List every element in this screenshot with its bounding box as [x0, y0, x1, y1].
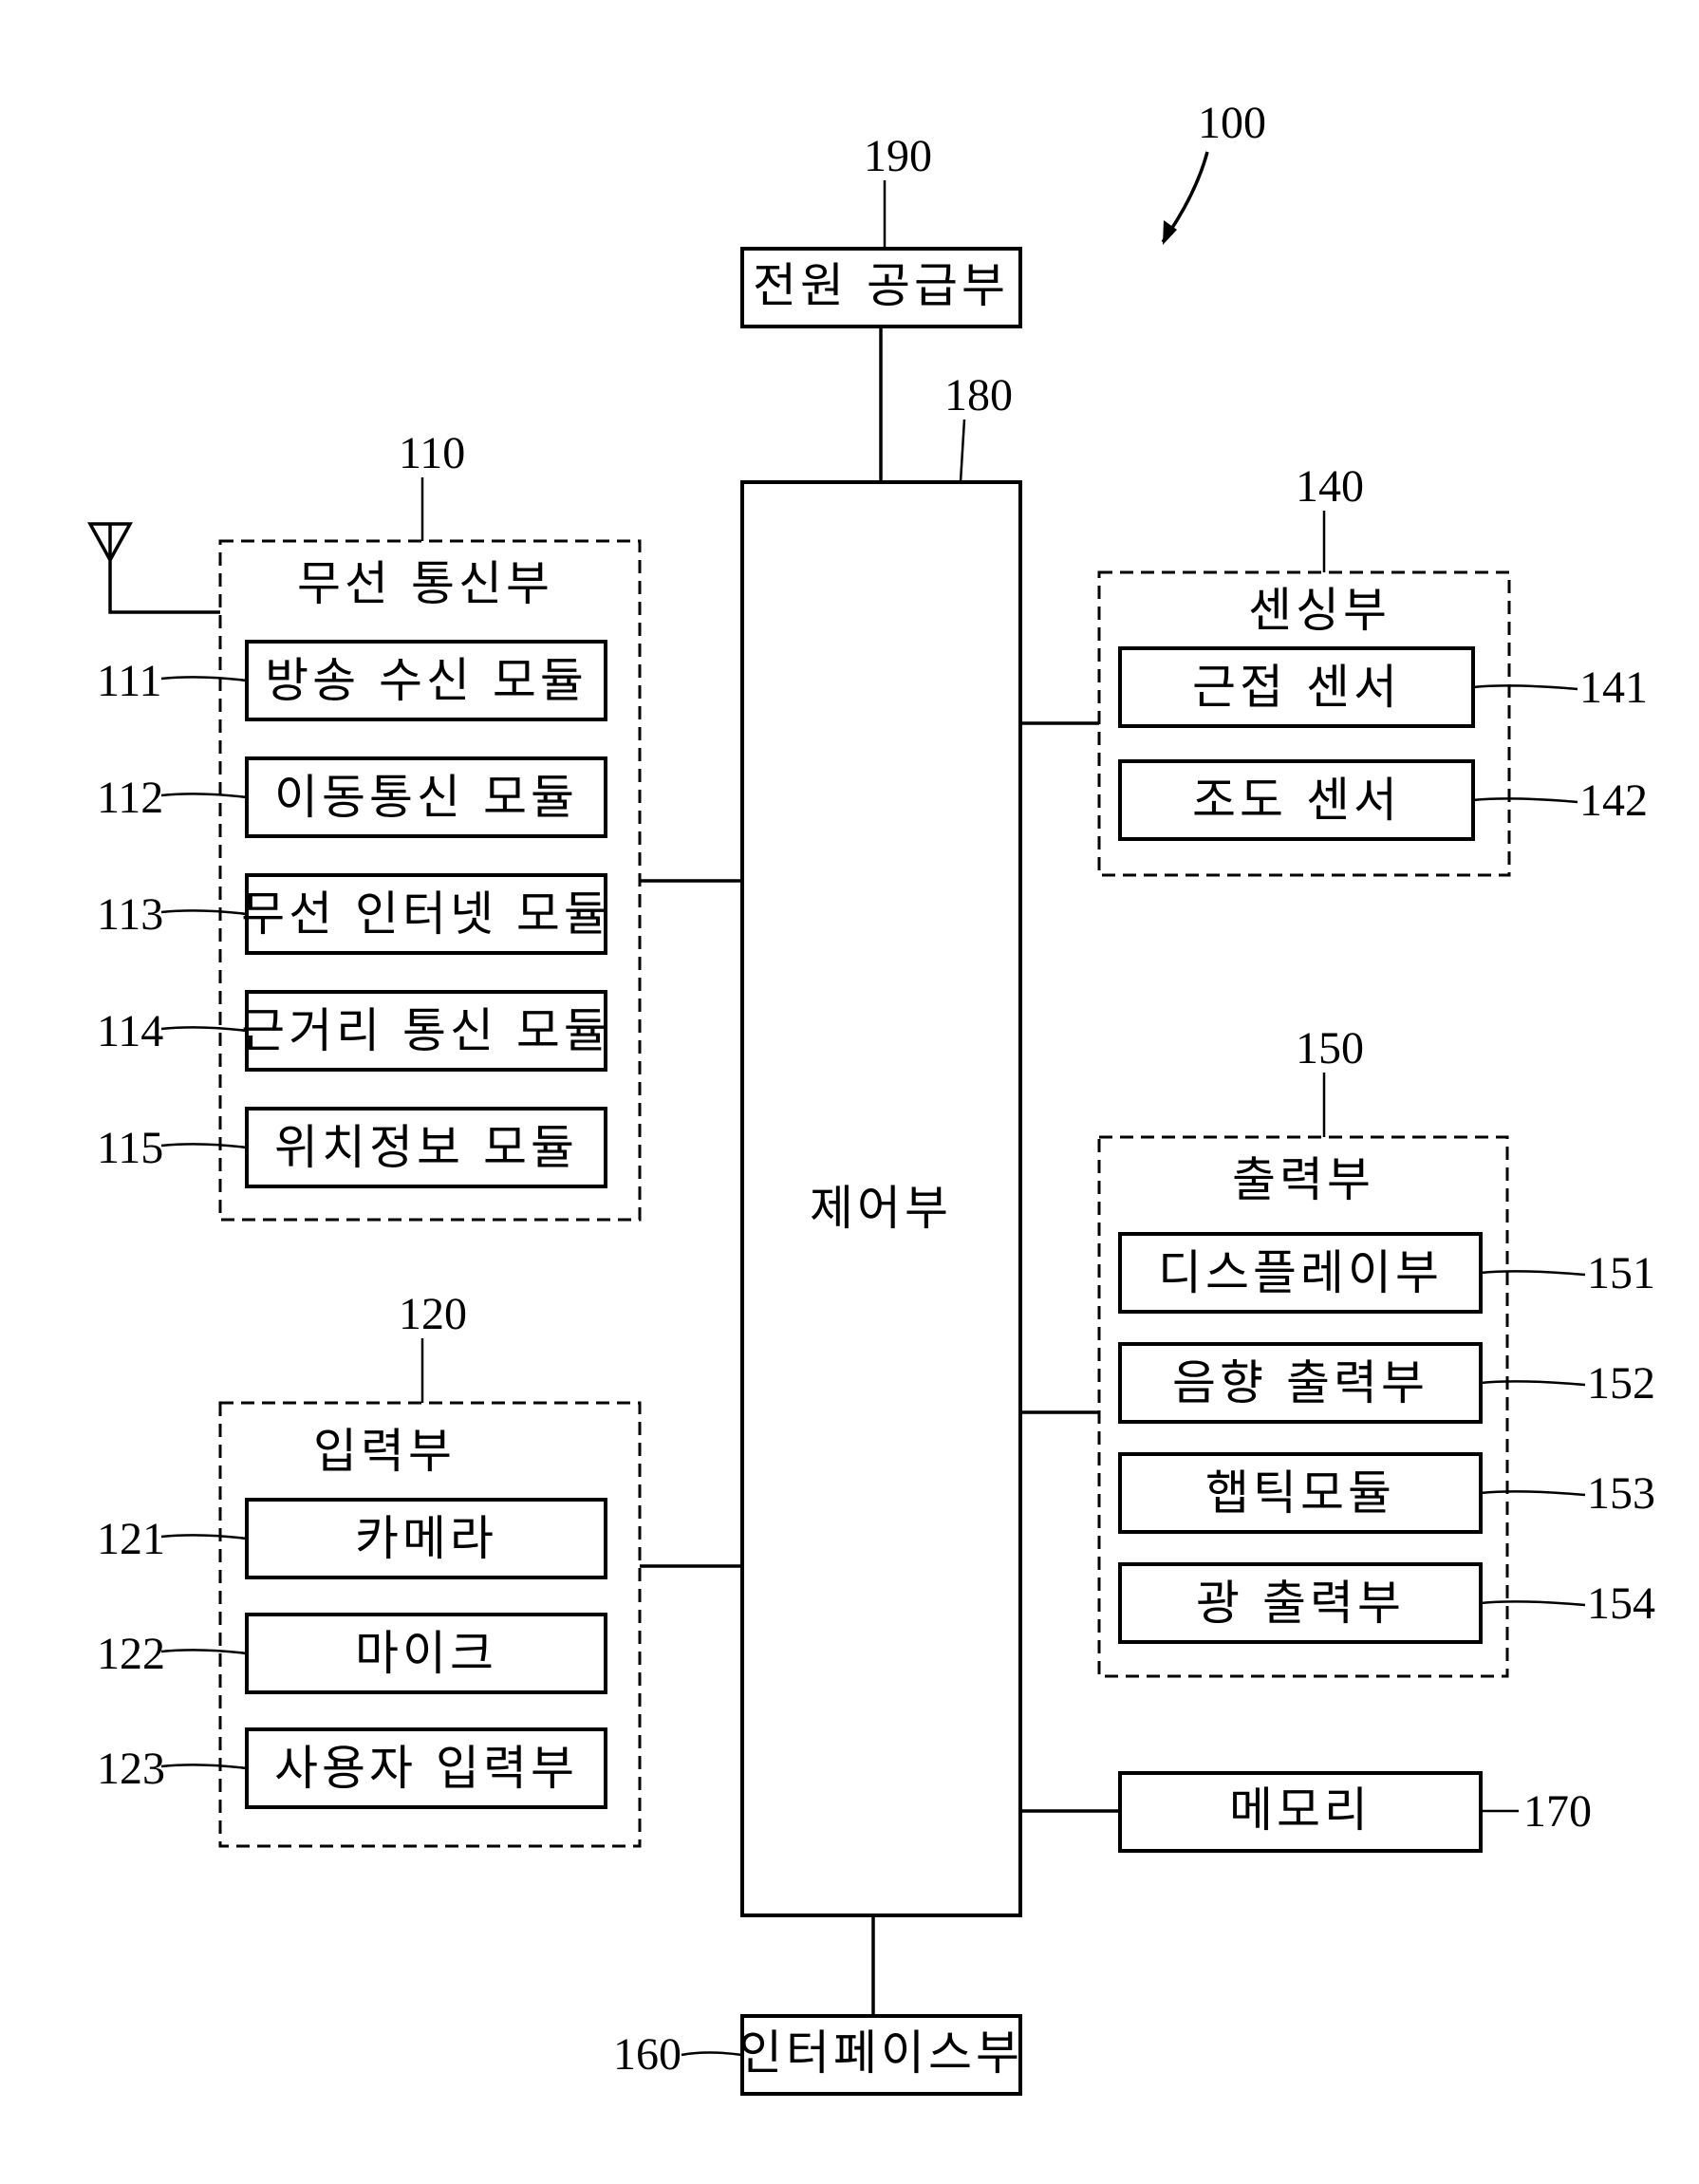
wireless-module-ref: 112 [97, 773, 163, 823]
power-supply-label: 전원 공급부 [753, 258, 1009, 313]
output-module: 음향 출력부 152 [1120, 1344, 1655, 1422]
memory-block: 메모리 170 [1020, 1773, 1592, 1851]
output-title: 출력부 [1232, 1152, 1374, 1207]
antenna-icon [90, 524, 220, 612]
wireless-module: 방송 수신 모듈 111 [97, 642, 606, 719]
sensing-module-label: 조도 센서 [1192, 773, 1401, 828]
input-module-label: 마이크 [355, 1626, 497, 1681]
output-module-ref-leader [1481, 1271, 1585, 1275]
wireless-module: 근거리 통신 모듈 114 [97, 992, 611, 1070]
memory-ref: 170 [1523, 1786, 1592, 1837]
sensing-module-ref: 142 [1579, 775, 1648, 826]
wireless-module-ref-leader [161, 1144, 247, 1148]
interface-label: 인터페이스부 [738, 2025, 1023, 2081]
input-title: 입력부 [313, 1424, 456, 1479]
sensing-module: 조도 센서 142 [1120, 761, 1648, 839]
wireless-module: 이동통신 모듈 112 [97, 758, 606, 836]
output-module-label: 햅틱모듈 [1205, 1465, 1395, 1521]
input-module-ref: 121 [97, 1514, 165, 1564]
wireless-module-ref: 111 [97, 656, 161, 706]
wireless-module-label: 근거리 통신 모듈 [241, 1003, 611, 1058]
output-module-label: 디스플레이부 [1158, 1245, 1443, 1300]
output-module-ref: 154 [1587, 1578, 1655, 1629]
sensing-module-list: 근접 센서 141 조도 센서 142 [1120, 648, 1648, 839]
controller-ref-leader [961, 420, 964, 482]
sensing-module-ref-leader [1473, 798, 1578, 802]
controller-ref: 180 [944, 370, 1013, 420]
output-module-ref-leader [1481, 1491, 1585, 1495]
output-module: 디스플레이부 151 [1120, 1234, 1655, 1312]
output-module-ref: 152 [1587, 1358, 1655, 1409]
wireless-module: 위치정보 모듈 115 [97, 1109, 606, 1186]
wireless-module-label: 이동통신 모듈 [274, 770, 578, 825]
input-module-list: 카메라 121 마이크 122 사용자 입력부 123 [97, 1500, 606, 1807]
figure-reference: 100 [1163, 98, 1266, 245]
input-module-label: 사용자 입력부 [274, 1741, 578, 1796]
output-module: 광 출력부 154 [1120, 1564, 1655, 1642]
input-module-ref-leader [161, 1650, 247, 1653]
wireless-ref: 110 [399, 428, 465, 478]
input-module: 카메라 121 [97, 1500, 606, 1577]
wireless-module-ref-leader [161, 677, 247, 681]
power-ref: 190 [864, 131, 932, 181]
sensing-title: 센싱부 [1248, 583, 1391, 638]
wireless-module-ref: 113 [97, 889, 163, 940]
output-module-label: 음향 출력부 [1172, 1355, 1428, 1410]
input-module-ref: 122 [97, 1629, 165, 1679]
output-ref: 150 [1296, 1023, 1364, 1073]
wireless-title: 무선 통신부 [297, 556, 553, 611]
power-supply-block: 190 전원 공급부 [742, 131, 1020, 482]
sensing-module-ref: 141 [1579, 663, 1648, 713]
wireless-module-ref: 114 [97, 1006, 163, 1056]
controller-block: 180 제어부 [742, 370, 1020, 1915]
sensing-module: 근접 센서 141 [1120, 648, 1648, 726]
sensing-ref: 140 [1296, 461, 1364, 512]
output-module-ref-leader [1481, 1601, 1585, 1605]
wireless-module-ref: 115 [97, 1123, 163, 1173]
figure-ref-number: 100 [1198, 98, 1266, 148]
input-module-label: 카메라 [355, 1511, 497, 1566]
wireless-module-label: 방송 수신 모듈 [265, 653, 588, 708]
output-module: 햅틱모듈 153 [1120, 1454, 1655, 1532]
memory-label: 메모리 [1229, 1783, 1372, 1838]
sensing-module-ref-leader [1473, 685, 1578, 689]
wireless-module-label: 무선 인터넷 모듈 [241, 887, 611, 942]
wireless-module-list: 방송 수신 모듈 111 이동통신 모듈 112 무선 인터넷 모듈 113 근거리 통신 … [97, 642, 611, 1186]
input-module: 마이크 122 [97, 1615, 606, 1692]
input-ref: 120 [399, 1289, 467, 1339]
wireless-module: 무선 인터넷 모듈 113 [97, 875, 611, 953]
sensing-module-label: 근접 센서 [1192, 660, 1401, 715]
interface-block: 인터페이스부 160 [613, 1915, 1023, 2094]
wireless-module-ref-leader [161, 793, 247, 797]
output-module-label: 광 출력부 [1196, 1576, 1405, 1631]
output-module-ref-leader [1481, 1381, 1585, 1385]
input-module-ref-leader [161, 1764, 247, 1768]
interface-ref-leader [681, 2053, 742, 2056]
input-module: 사용자 입력부 123 [97, 1729, 606, 1807]
wireless-module-ref-leader [161, 910, 247, 914]
controller-label: 제어부 [810, 1181, 952, 1236]
output-module-ref: 151 [1587, 1248, 1655, 1298]
wireless-module-ref-leader [161, 1027, 247, 1031]
wireless-module-label: 위치정보 모듈 [274, 1120, 578, 1175]
interface-ref: 160 [613, 2029, 681, 2080]
output-module-list: 디스플레이부 151 음향 출력부 152 햅틱모듈 153 광 출력부 154 [1120, 1234, 1655, 1642]
input-module-ref-leader [161, 1535, 247, 1539]
input-module-ref: 123 [97, 1744, 165, 1794]
output-module-ref: 153 [1587, 1468, 1655, 1519]
